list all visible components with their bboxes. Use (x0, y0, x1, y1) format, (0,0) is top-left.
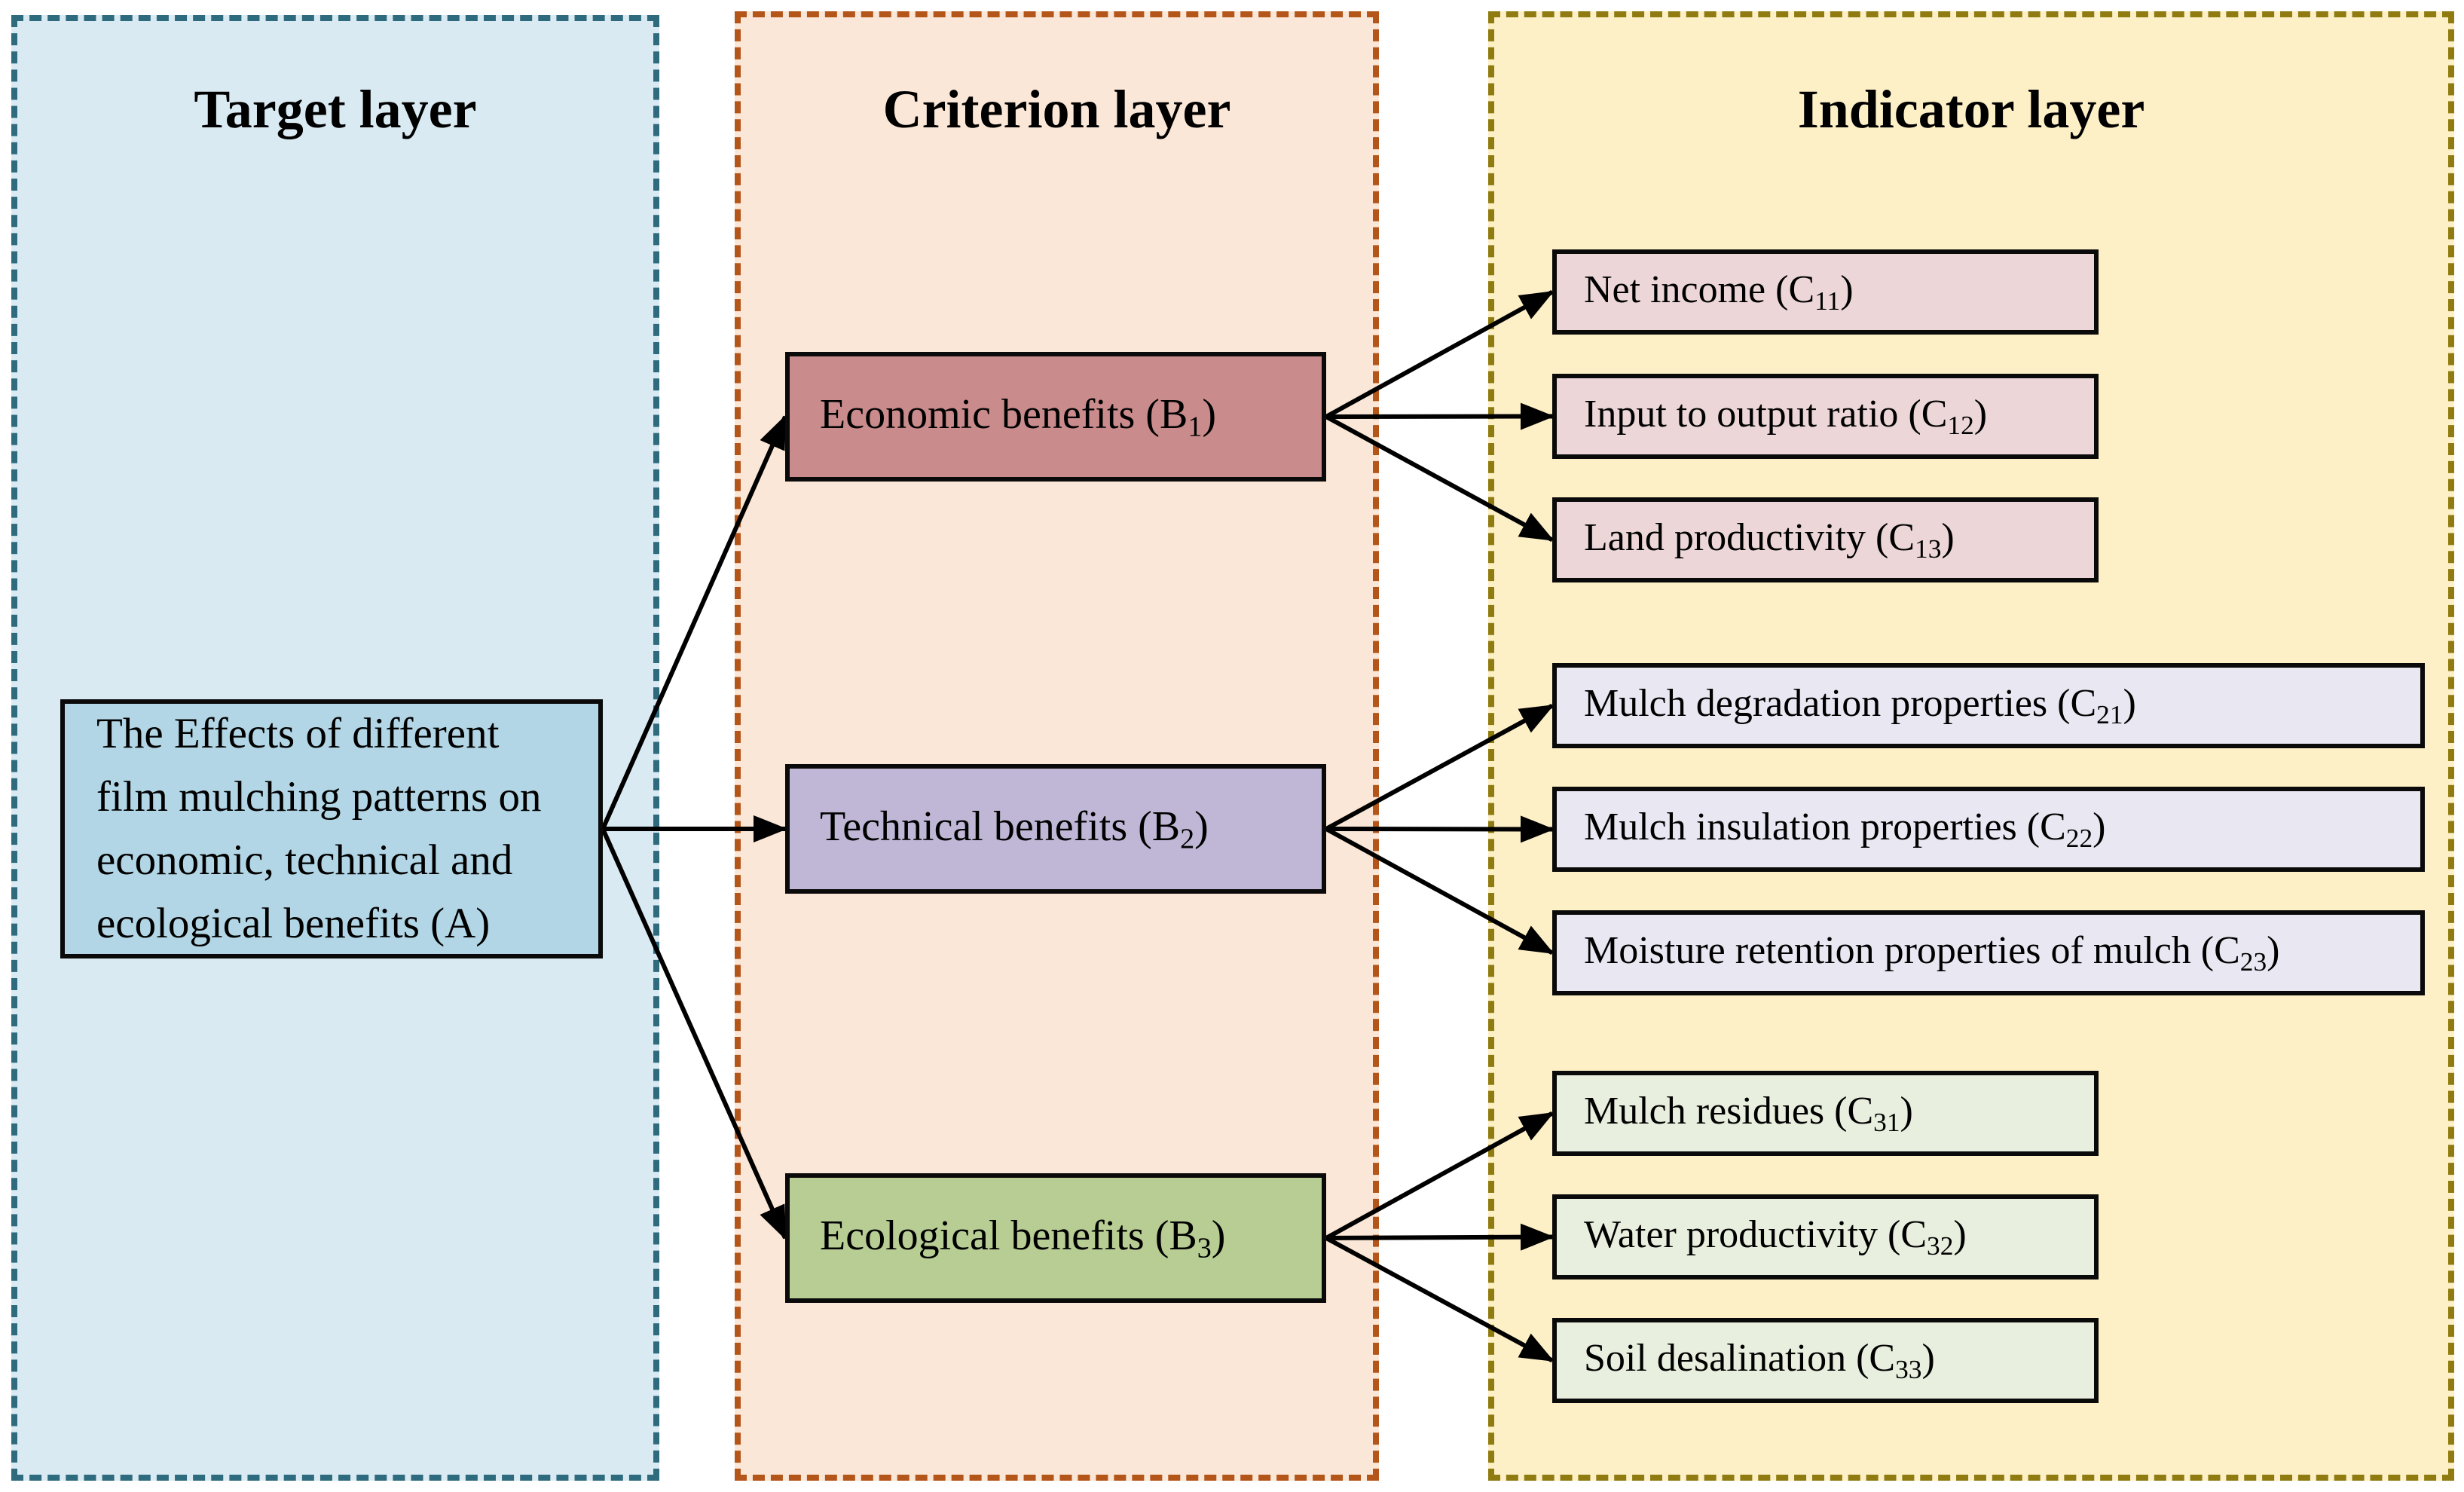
label-post: ) (2267, 929, 2280, 973)
label-pre: Soil desalination (C (1584, 1337, 1896, 1380)
criterion-box-ecological-label: Ecological benefits (B3) (820, 1212, 1225, 1265)
criterion-box-ecological: Ecological benefits (B3) (785, 1173, 1326, 1303)
label-subscript: 1 (1188, 411, 1203, 443)
label-post: ) (2093, 806, 2106, 849)
target-box: The Effects of different film mulching p… (60, 699, 603, 958)
label-pre: Mulch insulation properties (C (1584, 806, 2066, 849)
label-pre: Land productivity (C (1584, 516, 1915, 560)
indicator-box-net-income-label: Net income (C11) (1584, 268, 1854, 316)
indicator-box-mulch-residues-label: Mulch residues (C31) (1584, 1089, 1913, 1138)
indicator-box-mulch-degradation-label: Mulch degradation properties (C21) (1584, 681, 2136, 730)
indicator-box-soil-desalination: Soil desalination (C33) (1552, 1318, 2099, 1403)
label-subscript: 11 (1814, 285, 1841, 316)
label-post: ) (1202, 390, 1217, 438)
indicator-box-mulch-insulation: Mulch insulation properties (C22) (1552, 787, 2425, 872)
label-pre: Economic benefits (B (820, 390, 1188, 438)
indicator-box-input-output-ratio-label: Input to output ratio (C12) (1584, 392, 1987, 441)
label-subscript: 3 (1197, 1232, 1212, 1264)
indicator-box-water-productivity-label: Water productivity (C32) (1584, 1212, 1967, 1261)
target-box-line-4: ecological benefits (A) (96, 900, 491, 947)
label-subscript: 2 (1180, 823, 1195, 855)
label-subscript: 22 (2065, 822, 2093, 853)
indicator-box-moisture-retention: Moisture retention properties of mulch (… (1552, 910, 2425, 995)
indicator-box-soil-desalination-label: Soil desalination (C33) (1584, 1336, 1935, 1385)
indicator-box-moisture-retention-label: Moisture retention properties of mulch (… (1584, 928, 2279, 977)
label-post: ) (1941, 516, 1955, 560)
label-pre: Ecological benefits (B (820, 1212, 1197, 1259)
label-post: ) (1921, 1337, 1935, 1380)
indicator-box-land-productivity-label: Land productivity (C13) (1584, 515, 1955, 564)
target-box-line-3: economic, technical and (96, 836, 513, 884)
label-pre: Water productivity (C (1584, 1213, 1927, 1257)
criterion-layer-title: Criterion layer (882, 78, 1231, 139)
indicator-box-mulch-degradation: Mulch degradation properties (C21) (1552, 663, 2425, 748)
label-pre: Mulch residues (C (1584, 1090, 1874, 1133)
label-subscript: 33 (1895, 1353, 1922, 1384)
label-pre: Mulch degradation properties (C (1584, 682, 2097, 726)
label-post: ) (1211, 1212, 1226, 1259)
indicator-box-land-productivity: Land productivity (C13) (1552, 497, 2099, 582)
criterion-box-economic-label: Economic benefits (B1) (820, 390, 1216, 444)
label-post: ) (1900, 1090, 1913, 1133)
indicator-box-net-income: Net income (C11) (1552, 249, 2099, 335)
criterion-box-economic: Economic benefits (B1) (785, 352, 1326, 482)
label-subscript: 31 (1873, 1106, 1900, 1137)
label-pre: Technical benefits (B (820, 803, 1181, 850)
label-subscript: 23 (2239, 946, 2267, 977)
indicator-box-mulch-residues: Mulch residues (C31) (1552, 1071, 2099, 1156)
label-pre: Net income (C (1584, 268, 1815, 312)
label-subscript: 12 (1947, 409, 1974, 440)
target-box-line-2: film mulching patterns on (96, 773, 542, 821)
label-subscript: 32 (1927, 1230, 1954, 1261)
indicator-box-input-output-ratio: Input to output ratio (C12) (1552, 374, 2099, 459)
label-post: ) (1194, 803, 1209, 850)
label-post: ) (1953, 1213, 1967, 1257)
target-box-line-1: The Effects of different (96, 710, 500, 757)
target-layer-title: Target layer (194, 78, 477, 139)
indicator-box-water-productivity: Water productivity (C32) (1552, 1194, 2099, 1280)
label-post: ) (1973, 393, 1988, 436)
indicator-box-mulch-insulation-label: Mulch insulation properties (C22) (1584, 805, 2105, 854)
indicator-layer-title: Indicator layer (1797, 78, 2145, 139)
label-post: ) (1840, 268, 1854, 312)
label-subscript: 21 (2096, 699, 2123, 729)
label-subscript: 13 (1915, 533, 1942, 564)
label-pre: Moisture retention properties of mulch (… (1584, 929, 2240, 973)
criterion-box-technical-label: Technical benefits (B2) (820, 803, 1209, 856)
label-pre: Input to output ratio (C (1584, 393, 1948, 436)
target-box-label: The Effects of different film mulching p… (65, 702, 541, 955)
label-post: ) (2123, 682, 2136, 726)
criterion-box-technical: Technical benefits (B2) (785, 764, 1326, 894)
